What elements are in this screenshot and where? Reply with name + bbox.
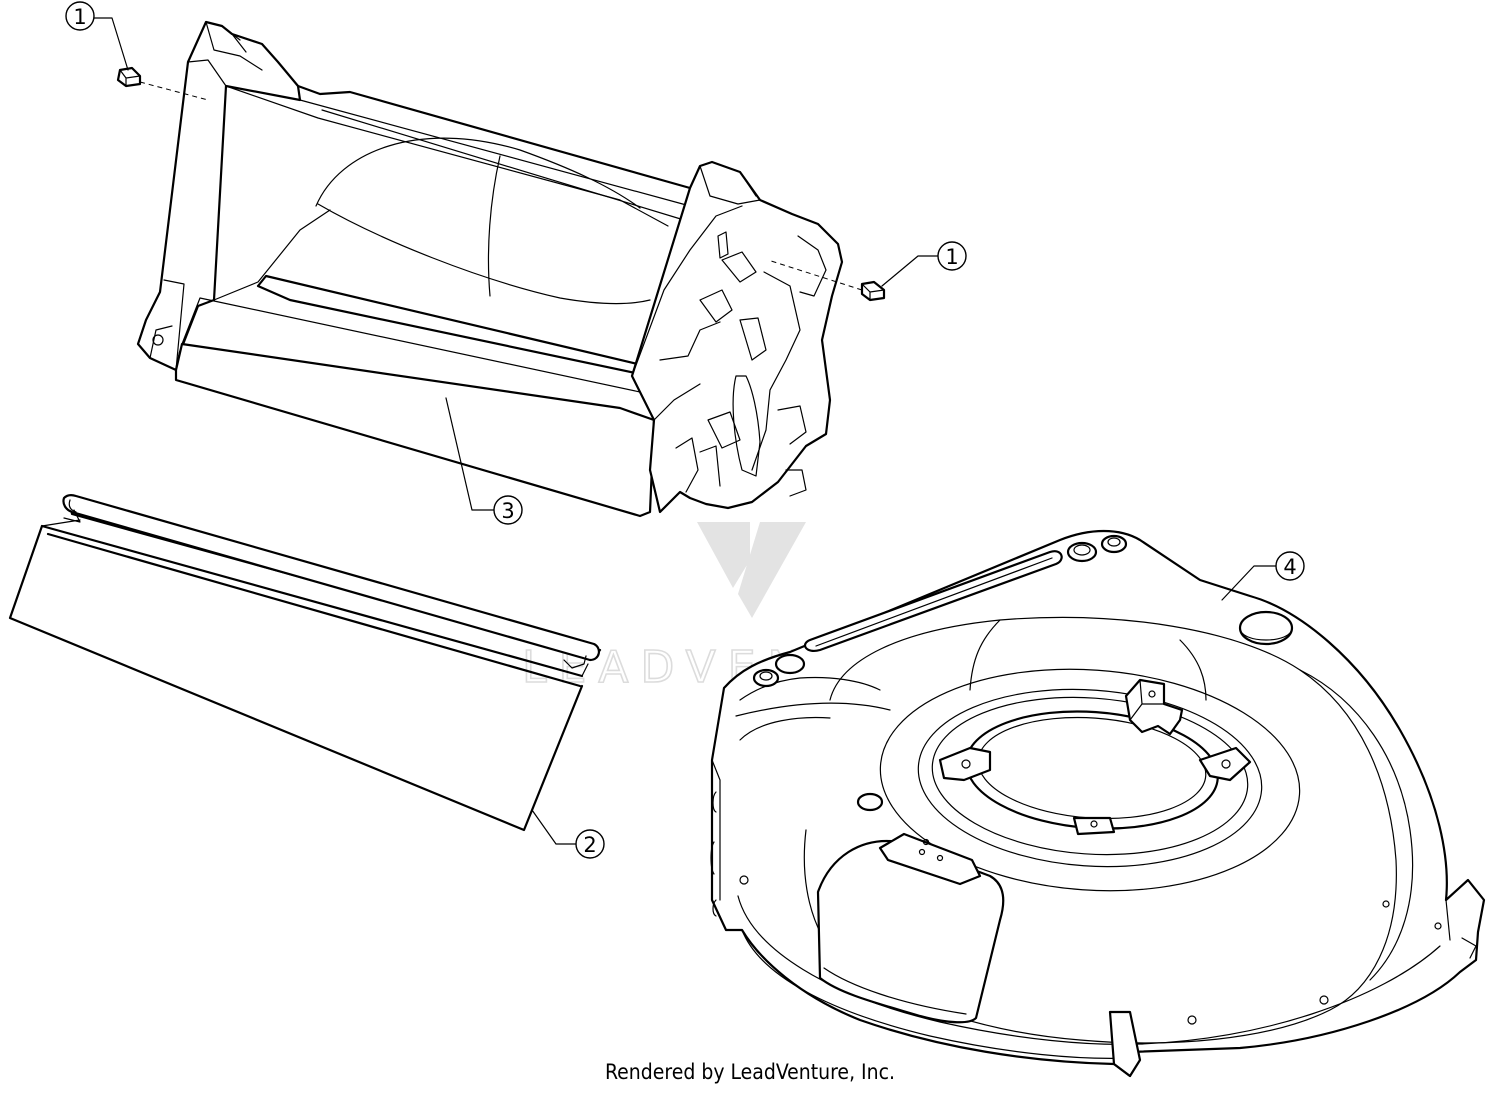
leader-fastener-right (881, 255, 939, 287)
part-flap (8, 494, 602, 832)
callout-fastener-left: 1 (65, 1, 95, 31)
callout-chute: 3 (493, 495, 523, 525)
part-fastener-left (116, 66, 209, 101)
leader-deck (1221, 565, 1277, 601)
leader-chute (445, 397, 495, 511)
callout-label: 4 (1283, 555, 1296, 579)
part-fastener-right (767, 259, 886, 302)
leader-lines (93, 17, 1277, 845)
callout-flap: 2 (575, 829, 605, 859)
callout-label: 2 (583, 833, 596, 857)
callout-label: 1 (945, 245, 958, 269)
callout-fastener-right: 1 (937, 241, 967, 271)
part-chute (136, 20, 844, 518)
leader-flap (531, 809, 577, 845)
part-deck (710, 529, 1486, 1078)
callout-label: 3 (501, 499, 514, 523)
callout-label: 1 (73, 5, 86, 29)
callout-deck: 4 (1275, 551, 1305, 581)
watermark-logo (697, 522, 806, 618)
leader-fastener-left (93, 17, 129, 71)
render-credit: Rendered by LeadVenture, Inc. (605, 1060, 895, 1084)
